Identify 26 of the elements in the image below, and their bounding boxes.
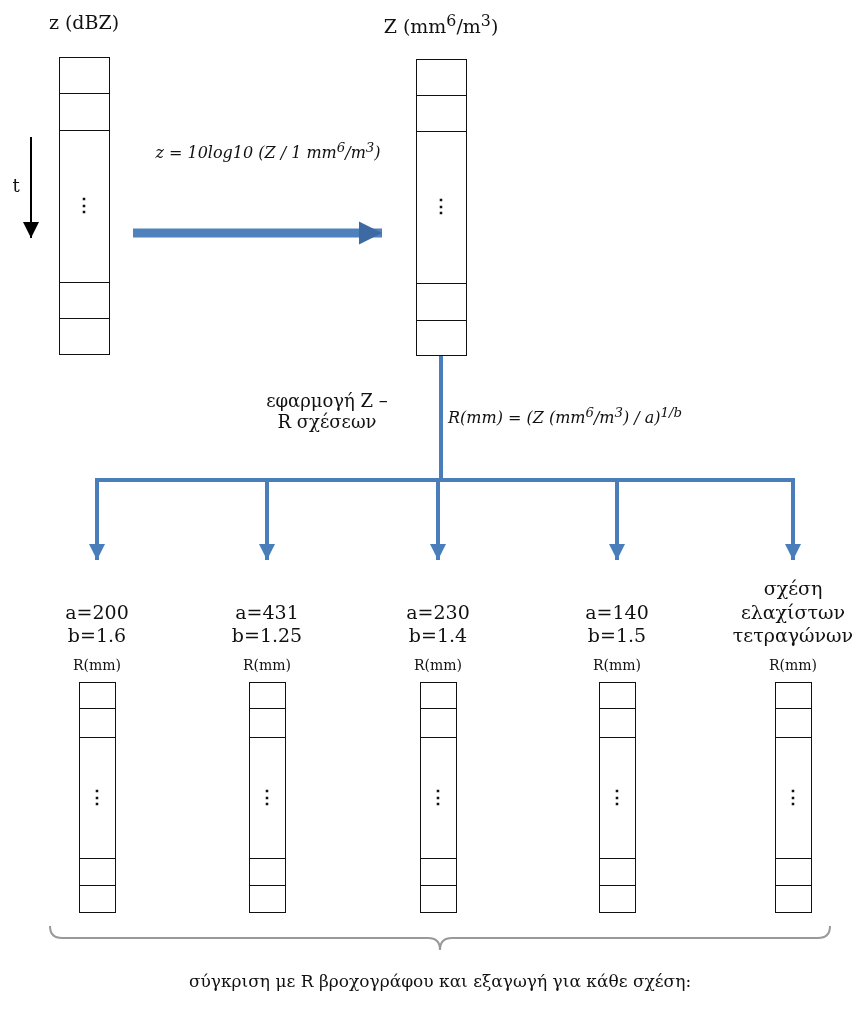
column-header: R(mm)	[592, 657, 642, 673]
ellipsis: ⋮	[87, 787, 107, 806]
step-label: εφαρμογή Z – R σχέσεων	[265, 390, 389, 432]
ellipsis: ⋮	[257, 787, 277, 806]
ellipsis: ⋮	[607, 787, 627, 806]
caption: σύγκριση με R βροχογράφου και εξαγωγή για κάθε σχέση:	[187, 970, 693, 993]
axis-label: t	[11, 175, 21, 196]
column-header: Z (mm$^{6}$/m$^{3}$)	[382, 11, 500, 40]
edge-label: z = 10log10 (Z / 1 mm$^{6}$/m$^{3}$)	[154, 140, 382, 163]
relation-parameters: a=200 b=1.6	[64, 600, 130, 648]
formula: R(mm) = (Z (mm$^{6}$/m$^{3}$) / a)$^{1/b}$	[448, 405, 684, 428]
relation-parameters: σχέση ελαχίστων τετραγώνων	[731, 576, 855, 648]
arrow	[439, 356, 801, 560]
column-header: z (dBZ)	[47, 11, 121, 35]
ellipsis: ⋮	[428, 787, 448, 806]
column-header: R(mm)	[413, 657, 463, 673]
ellipsis: ⋮	[74, 196, 94, 214]
column-header: R(mm)	[72, 657, 122, 673]
block-arrow	[133, 221, 382, 245]
ellipsis: ⋮	[431, 197, 451, 215]
relation-parameters: a=140 b=1.5	[584, 600, 650, 648]
ellipsis: ⋮	[783, 787, 803, 806]
relation-parameters: a=431 b=1.25	[230, 600, 304, 648]
relation-parameters: a=230 b=1.4	[405, 600, 471, 648]
column-header: R(mm)	[242, 657, 292, 673]
column-header: R(mm)	[768, 657, 818, 673]
